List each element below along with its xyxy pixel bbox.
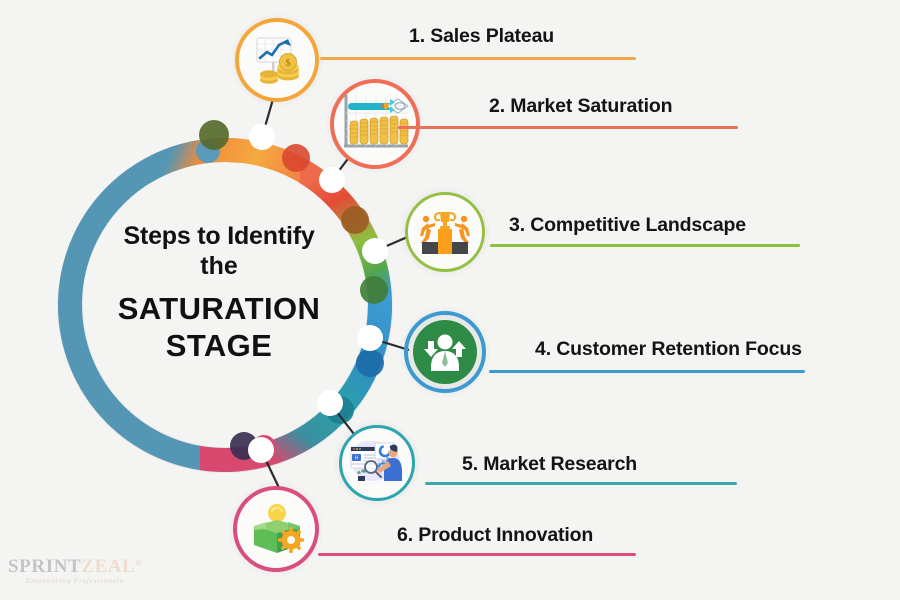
- step-rule-1: [320, 57, 636, 60]
- step-label-5: 5. Market Research: [462, 453, 638, 475]
- step-icon-bubble-4[interactable]: [399, 306, 491, 398]
- sprintzeal-logo[interactable]: SPRINTZEAL® Empowering Professionals: [8, 556, 141, 585]
- research-dashboard-magnifier-icon: H: [350, 440, 402, 481]
- arc-segment-teal-pink: [200, 300, 392, 472]
- step-label-3: 3. Competitive Landscape: [509, 214, 746, 236]
- logo-word-2: ZEAL: [81, 556, 136, 577]
- step-label-1: 1. Sales Plateau: [409, 25, 555, 47]
- svg-text:H: H: [355, 455, 359, 461]
- logo-word-1: SPRINT: [8, 556, 82, 577]
- podium-first: [438, 229, 452, 254]
- step-node-6[interactable]: [248, 437, 274, 463]
- step-node-4[interactable]: [357, 325, 383, 351]
- magnifier: [364, 460, 383, 479]
- step-rule-3: [490, 244, 800, 247]
- step-node-2[interactable]: [319, 167, 345, 193]
- step-rule-4: [489, 370, 805, 373]
- rocket: [380, 98, 409, 114]
- step-node-5[interactable]: [317, 390, 343, 416]
- svg-text:$: $: [286, 58, 291, 69]
- trophy: [433, 212, 457, 229]
- podium-second: [422, 242, 438, 254]
- runner-right: [455, 215, 470, 244]
- step-node-3[interactable]: [362, 238, 388, 264]
- coin-bar-chart-rocket-icon: [344, 95, 409, 148]
- logo-registered-mark: ®: [135, 558, 142, 568]
- step-rule-6: [318, 553, 636, 556]
- step-icon-bubble-6[interactable]: [228, 481, 324, 577]
- step-icon-bubble-1[interactable]: $: [230, 13, 324, 107]
- growth-chart-coins-icon: $: [256, 37, 299, 84]
- analyst-person: [377, 444, 402, 481]
- step-label-2: 2. Market Saturation: [489, 95, 673, 117]
- coin-stacks: [349, 115, 409, 145]
- step-icon-bubble-5[interactable]: H: [333, 419, 421, 507]
- step-icon-bubble-3[interactable]: [399, 186, 491, 278]
- arc-accent-dots: [199, 120, 388, 460]
- step-label-6: 6. Product Innovation: [397, 524, 594, 546]
- step-icon-bubble-2[interactable]: [325, 74, 425, 174]
- step-rule-5: [425, 482, 737, 485]
- step-node-1[interactable]: [249, 124, 275, 150]
- runner-left: [420, 215, 435, 244]
- idea-box-lightbulb-gear-icon: [254, 504, 304, 553]
- arc-segment-orange: [150, 138, 369, 220]
- gear: [278, 527, 304, 553]
- logo-tagline: Empowering Professionals: [25, 576, 124, 585]
- podium-third: [452, 242, 468, 254]
- podium-trophy-runners-icon: [420, 212, 470, 254]
- step-label-4: 4. Customer Retention Focus: [535, 338, 802, 360]
- box-front-left: [254, 526, 277, 553]
- customer-retention-person-icon: [413, 320, 477, 384]
- step-rule-2: [398, 126, 738, 129]
